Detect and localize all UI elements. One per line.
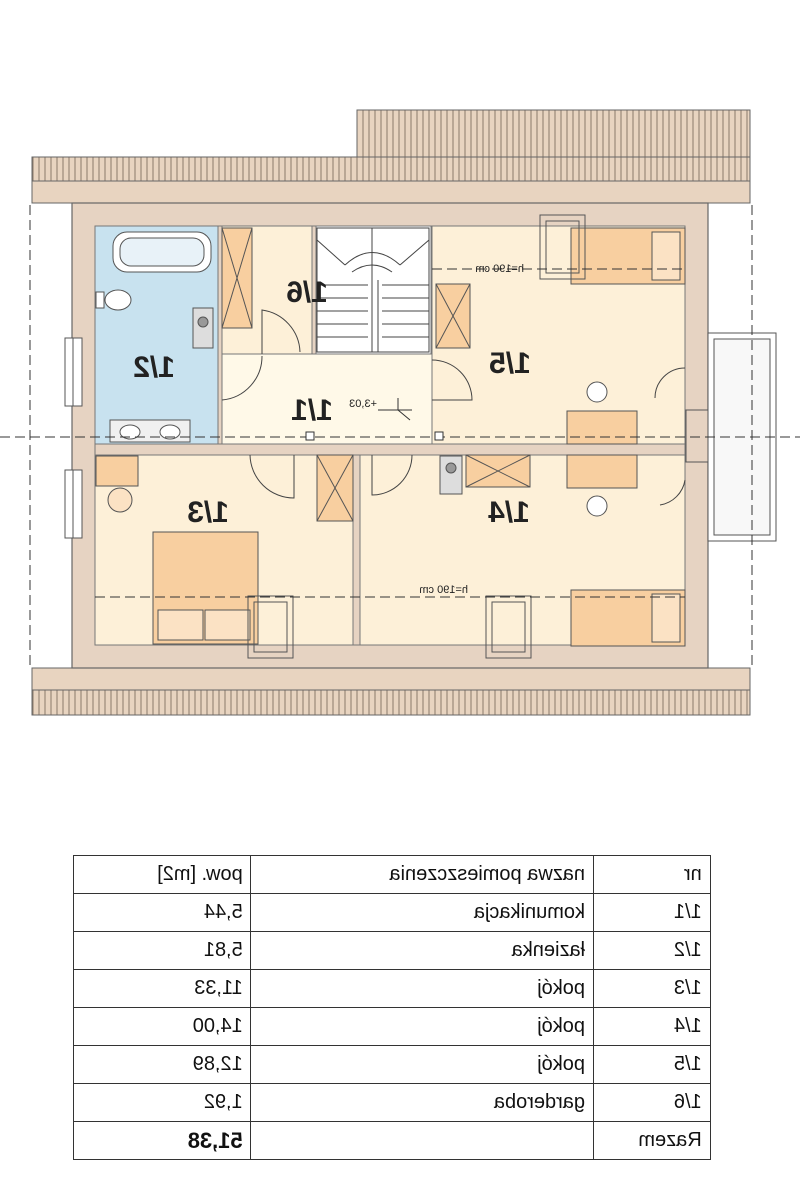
- header-name: nazwa pomieszczenia: [250, 855, 594, 894]
- cell-name: garderoba: [250, 1083, 594, 1122]
- roof-windows: [247, 214, 586, 659]
- room-label-1-3: 1/3: [187, 496, 229, 529]
- header-nr: nr: [593, 855, 711, 894]
- total-area: 51,38: [73, 1121, 251, 1160]
- table-row: 12,89 pokój 1/5: [73, 1045, 711, 1084]
- cell-name: komunikacja: [250, 893, 594, 932]
- cell-area: 11,33: [73, 969, 251, 1008]
- cell-area: 14,00: [73, 1007, 251, 1046]
- table-row: 11,33 pokój 1/3: [73, 969, 711, 1008]
- room-label-1-4: 1/4: [488, 496, 530, 529]
- table-total-row: 51,38 Razem: [73, 1121, 711, 1160]
- table-row: 5,44 komunikacja 1/1: [73, 893, 711, 932]
- header-area: pow. [m2]: [73, 855, 251, 894]
- roof-top: [31, 109, 751, 204]
- section-lines: [0, 205, 800, 668]
- desks: [95, 381, 638, 517]
- table-row: 1,92 garderoba 1/6: [73, 1083, 711, 1122]
- cell-name: pokój: [250, 1007, 594, 1046]
- cell-nr: 1/4: [593, 1007, 711, 1046]
- cell-name: pokój: [250, 969, 594, 1008]
- level-mark: +3,03: [349, 398, 377, 410]
- floor-plan: 1/6 1/2 1/5 1/1 1/3 1/4 +3,03 h=190 cm h…: [0, 109, 800, 716]
- total-label: Razem: [593, 1121, 711, 1160]
- cell-nr: 1/1: [593, 893, 711, 932]
- cell-area: 12,89: [73, 1045, 251, 1084]
- cell-nr: 1/5: [593, 1045, 711, 1084]
- hall-floor: [219, 353, 433, 445]
- room-label-1-2: 1/2: [133, 351, 175, 384]
- beds: [152, 227, 686, 647]
- total-empty: [250, 1121, 594, 1160]
- table-header-row: pow. [m2] nazwa pomieszczenia nr: [73, 855, 711, 894]
- doors: [221, 309, 686, 506]
- room-label-1-5: 1/5: [489, 347, 531, 380]
- cell-area: 5,81: [73, 931, 251, 970]
- room-label-1-1: 1/1: [291, 394, 333, 427]
- level-arrow-icon: [378, 398, 412, 421]
- cell-area: 1,92: [73, 1083, 251, 1122]
- appliances: [439, 455, 463, 495]
- vent-markers: [305, 431, 444, 441]
- interior-walls: [94, 225, 686, 646]
- room-area-table: pow. [m2] nazwa pomieszczenia nr 5,44 ko…: [73, 855, 711, 1160]
- cell-name: łazienka: [250, 931, 594, 970]
- cell-area: 5,44: [73, 893, 251, 932]
- staircase: [316, 227, 430, 353]
- closets: [221, 227, 531, 522]
- height-note-top: h=190 cm: [475, 263, 524, 275]
- cell-nr: 1/2: [593, 931, 711, 970]
- cell-nr: 1/6: [593, 1083, 711, 1122]
- table-row: 5,81 łazienka 1/2: [73, 931, 711, 970]
- table-row: 14,00 pokój 1/4: [73, 1007, 711, 1046]
- room-label-1-6: 1/6: [286, 276, 328, 309]
- cell-name: pokój: [250, 1045, 594, 1084]
- roof-bottom: [31, 667, 751, 716]
- height-note-bottom: h=190 cm: [419, 584, 468, 596]
- cell-nr: 1/3: [593, 969, 711, 1008]
